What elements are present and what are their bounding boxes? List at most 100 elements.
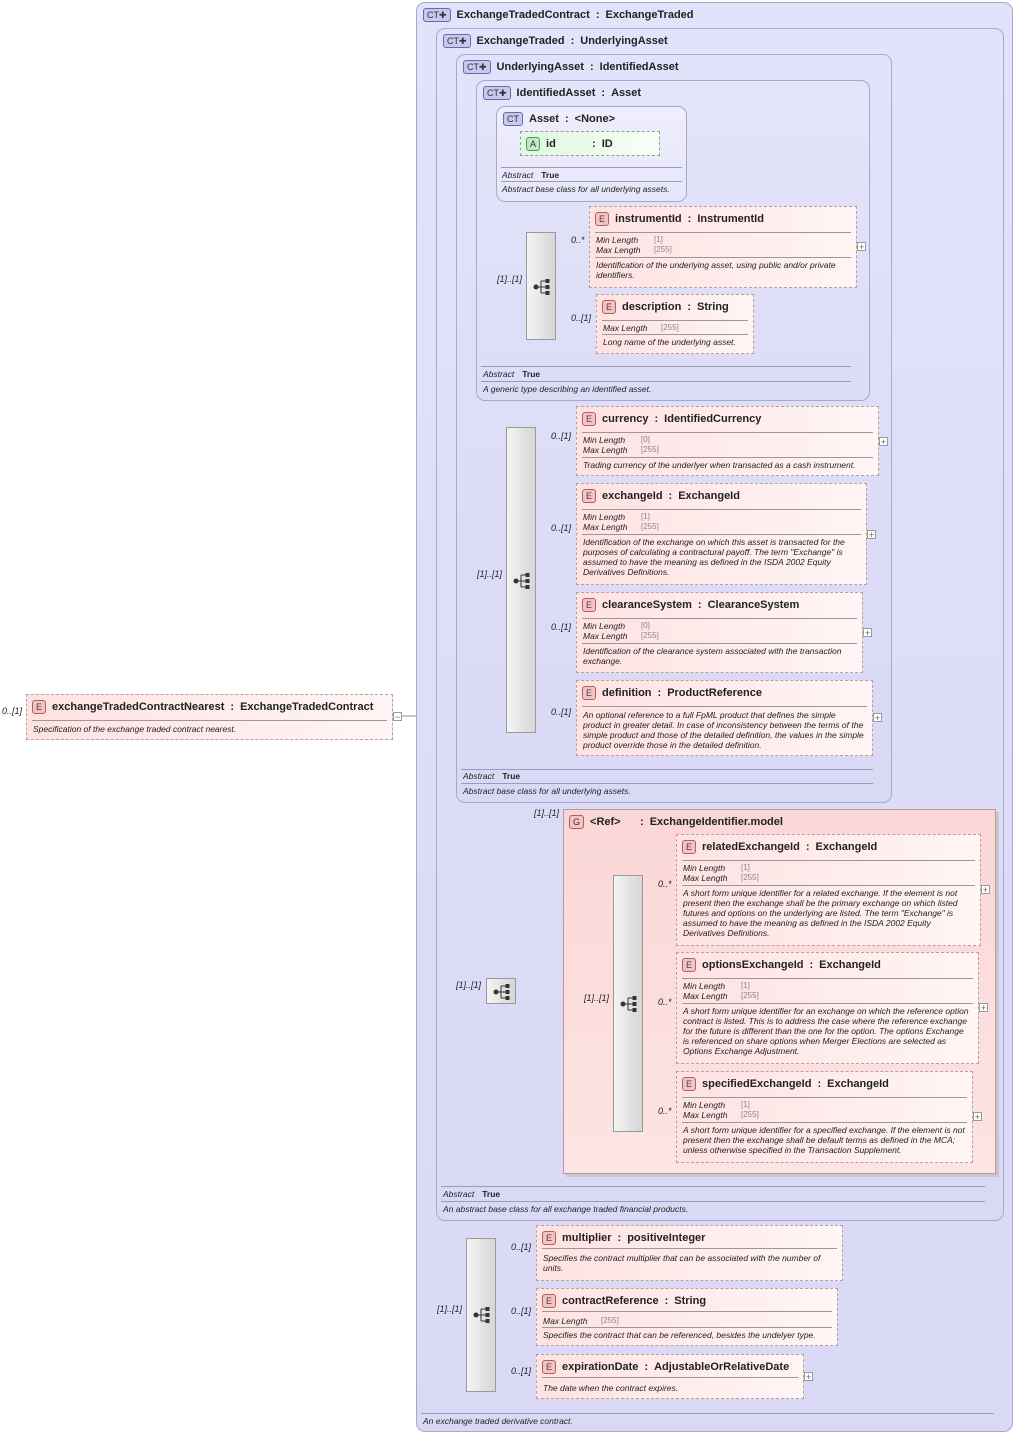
element-badge-icon: E bbox=[682, 958, 697, 972]
element-doc: An optional reference to a full FpML pro… bbox=[583, 710, 864, 750]
expand-icon[interactable]: + bbox=[873, 713, 882, 723]
element-doc: A short form unique identifier for an ex… bbox=[683, 1006, 969, 1056]
element-doc: Trading currency of the underlyer when t… bbox=[583, 460, 856, 470]
sequence-multiplicity: [1]..[1] bbox=[477, 569, 503, 579]
divider bbox=[421, 1413, 994, 1414]
ct-name: ExchangeTradedContract bbox=[456, 9, 590, 21]
expand-icon[interactable]: + bbox=[857, 242, 866, 252]
element-multiplicity: 0..[1] bbox=[571, 313, 592, 323]
sequence-icon bbox=[620, 996, 637, 1012]
ct-base: ExchangeTraded bbox=[605, 9, 694, 21]
expand-icon[interactable]: + bbox=[804, 1372, 813, 1382]
ct-doc: An abstract base class for all exchange … bbox=[443, 1204, 689, 1214]
sequence-multiplicity: [1]..[1] bbox=[497, 274, 523, 284]
separator: : bbox=[601, 87, 606, 99]
separator: : bbox=[570, 35, 575, 47]
complex-type-icon: CT bbox=[503, 112, 523, 126]
complex-type-extension-icon: CT✚ bbox=[483, 86, 511, 100]
element-doc: Specifies the contract multiplier that c… bbox=[543, 1253, 821, 1273]
complex-type-extension-icon: CT✚ bbox=[463, 60, 491, 74]
element-badge-icon: E bbox=[582, 412, 597, 426]
ct-name: ExchangeTraded bbox=[476, 35, 565, 47]
ct-base: Asset bbox=[611, 87, 642, 99]
attribute-icon: A bbox=[526, 137, 541, 151]
element-badge-icon: E bbox=[682, 1077, 697, 1091]
element-multiplicity: 0..* bbox=[658, 997, 672, 1007]
ct-base: <None> bbox=[574, 113, 615, 125]
attr-type: ID bbox=[601, 138, 613, 150]
expand-icon[interactable]: + bbox=[879, 437, 888, 447]
complex-type-extension-icon: CT✚ bbox=[443, 34, 471, 48]
element-multiplicity: 0..[1] bbox=[511, 1306, 532, 1316]
sequence-compositor[interactable] bbox=[613, 875, 643, 1132]
divider bbox=[441, 1201, 985, 1202]
element-badge-icon: E bbox=[602, 300, 617, 314]
element-doc: Identification of the underlying asset, … bbox=[596, 260, 836, 280]
sequence-compositor[interactable] bbox=[506, 427, 536, 733]
separator: : bbox=[230, 701, 235, 713]
sequence-multiplicity: [1]..[1] bbox=[437, 1304, 463, 1314]
separator: : bbox=[595, 9, 600, 21]
divider bbox=[461, 769, 873, 770]
element-doc: Specifies the contract that can be refer… bbox=[543, 1330, 816, 1340]
expand-icon[interactable]: + bbox=[979, 1003, 988, 1013]
divider bbox=[501, 181, 682, 182]
sequence-compositor[interactable] bbox=[526, 232, 556, 340]
sequence-compositor[interactable] bbox=[486, 978, 516, 1004]
expand-icon[interactable]: + bbox=[867, 530, 876, 540]
sequence-multiplicity: [1]..[1] bbox=[584, 993, 610, 1003]
complex-type-extension-icon: CT✚ bbox=[423, 8, 451, 22]
sequence-multiplicity: [1]..[1] bbox=[456, 980, 482, 990]
element-badge-icon: E bbox=[595, 212, 610, 226]
root-element-type: ExchangeTradedContract bbox=[240, 701, 374, 713]
expand-icon[interactable]: + bbox=[973, 1112, 982, 1122]
ct-name: IdentifiedAsset bbox=[516, 87, 596, 99]
element-badge-icon: E bbox=[32, 700, 47, 714]
sequence-icon bbox=[493, 984, 510, 1000]
element-badge-icon: E bbox=[582, 598, 597, 612]
element-doc: Identification of the clearance system a… bbox=[583, 646, 842, 666]
element-multiplicity: 0..[1] bbox=[551, 622, 572, 632]
element-multiplicity: 0..* bbox=[658, 879, 672, 889]
collapse-icon[interactable]: − bbox=[393, 712, 402, 722]
ct-name: UnderlyingAsset bbox=[496, 61, 584, 73]
divider bbox=[441, 1186, 985, 1187]
element-multiplicity: 0..[1] bbox=[551, 707, 572, 717]
sequence-icon bbox=[533, 279, 550, 295]
element-doc: The date when the contract expires. bbox=[543, 1383, 679, 1393]
element-multiplicity: 0..[1] bbox=[511, 1366, 532, 1376]
expand-icon[interactable]: + bbox=[863, 628, 872, 638]
element-multiplicity: 0..* bbox=[571, 235, 585, 245]
ct-base: IdentifiedAsset bbox=[599, 61, 679, 73]
element-doc: A short form unique identifier for a rel… bbox=[683, 888, 958, 938]
expand-icon[interactable]: + bbox=[981, 885, 990, 895]
divider bbox=[32, 720, 387, 721]
ct-doc: An exchange traded derivative contract. bbox=[423, 1416, 573, 1426]
element-multiplicity: 0..[1] bbox=[551, 523, 572, 533]
separator: : bbox=[564, 113, 569, 125]
sequence-compositor[interactable] bbox=[466, 1238, 496, 1392]
sequence-icon bbox=[473, 1307, 490, 1323]
element-doc: A short form unique identifier for a spe… bbox=[683, 1125, 965, 1155]
group-icon: G bbox=[569, 815, 585, 829]
element-badge-icon: E bbox=[542, 1231, 557, 1245]
separator: : bbox=[592, 138, 596, 150]
